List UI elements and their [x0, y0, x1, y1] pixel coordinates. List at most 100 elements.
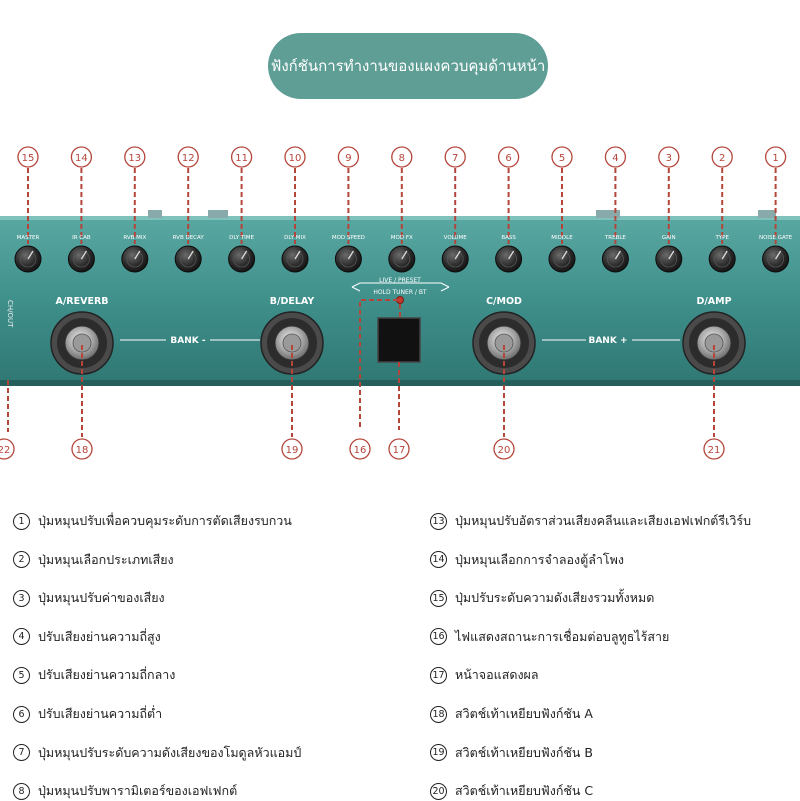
callout-16: 16	[349, 438, 371, 460]
svg-text:7: 7	[452, 153, 458, 164]
legend-item-8: 8 ปุ่มหมุนปรับพารามิเตอร์ของเอฟเฟกต์	[13, 781, 237, 801]
svg-text:MOD FX: MOD FX	[391, 235, 413, 241]
svg-text:2: 2	[719, 153, 725, 164]
legend-number: 7	[13, 744, 30, 762]
legend-number: 20	[430, 782, 447, 800]
legend-item-7: 7 ปุ่มหมุนปรับระดับความดังเสียงของโมดูลหั…	[13, 743, 301, 763]
svg-text:DLY MIX: DLY MIX	[284, 235, 306, 241]
svg-text:19: 19	[286, 445, 299, 456]
svg-text:RVB DECAY: RVB DECAY	[173, 235, 205, 241]
footswitch-19[interactable]: B/DELAY 19	[260, 296, 324, 460]
legend-item-16: 16 ไฟแสดงสถานะการเชื่อมต่อบลูทูธไร้สาย	[430, 627, 669, 647]
svg-text:6: 6	[505, 153, 511, 164]
bank-plus-label: BANK +	[588, 336, 627, 346]
led-leader	[359, 299, 398, 430]
hold-tuner-label: HOLD TUNER / BT	[373, 289, 427, 296]
svg-text:14: 14	[75, 153, 88, 164]
svg-text:D/AMP: D/AMP	[696, 296, 731, 307]
svg-text:MOD SPEED: MOD SPEED	[332, 235, 365, 241]
legend-text: ปรับเสียงย่านความถี่ต่ำ	[38, 706, 163, 721]
svg-text:MIDDLE: MIDDLE	[551, 235, 573, 241]
svg-text:MASTER: MASTER	[17, 235, 40, 241]
legend-number: 4	[13, 628, 30, 646]
legend-text: ปุ่มหมุนปรับระดับความดังเสียงของโมดูลหัว…	[38, 744, 302, 760]
legend-text: ไฟแสดงสถานะการเชื่อมต่อบลูทูธไร้สาย	[455, 628, 670, 644]
legend-text: สวิตช์เท้าเหยียบฟังก์ชัน B	[455, 744, 593, 760]
legend-number: 8	[13, 782, 30, 800]
svg-text:21: 21	[708, 445, 721, 456]
legend-text: ปุ่มหมุนปรับเพื่อควบคุมระดับการตัดเสียงร…	[38, 513, 292, 528]
svg-text:10: 10	[289, 153, 302, 164]
svg-text:IR CAB: IR CAB	[72, 235, 91, 241]
footswitch-20[interactable]: C/MOD 20	[472, 296, 536, 460]
live-preset-label: LIVE / PRESET	[379, 277, 421, 284]
legend-number: 16	[430, 628, 447, 646]
svg-text:20: 20	[498, 445, 511, 456]
callout-17: 17	[388, 438, 410, 460]
svg-text:12: 12	[182, 153, 195, 164]
legend-item-6: 6 ปรับเสียงย่านความถี่ต่ำ	[13, 704, 162, 724]
preset-bracket	[351, 282, 450, 288]
legend-number: 19	[430, 744, 447, 762]
footswitch-18[interactable]: A/REVERB 18	[50, 296, 114, 460]
svg-text:B/DELAY: B/DELAY	[270, 296, 315, 307]
svg-text:9: 9	[345, 153, 351, 164]
svg-text:C/MOD: C/MOD	[486, 296, 522, 307]
svg-text:DLY TIME: DLY TIME	[229, 235, 254, 241]
legend-text: ปรับเสียงย่านความถี่สูง	[38, 628, 161, 644]
side-label: CH/OUT	[6, 300, 14, 328]
legend-text: ปุ่มหมุนเลือกประเภทเสียง	[38, 551, 174, 567]
svg-text:BASS: BASS	[501, 235, 516, 241]
knob-14[interactable]: 14 IR CAB	[67, 146, 95, 273]
legend-item-2: 2 ปุ่มหมุนเลือกประเภทเสียง	[13, 550, 174, 570]
svg-text:4: 4	[612, 153, 618, 164]
legend-text: ปุ่มหมุนปรับค่าของเสียง	[38, 590, 165, 606]
legend-number: 3	[13, 589, 30, 607]
svg-text:3: 3	[666, 153, 672, 164]
svg-text:15: 15	[22, 153, 35, 164]
legend-number: 2	[13, 551, 30, 569]
legend-number: 6	[13, 705, 30, 723]
bank-minus-label: BANK -	[170, 336, 205, 346]
svg-text:VOLUME: VOLUME	[444, 235, 468, 241]
footswitch-21[interactable]: D/AMP 21	[682, 296, 746, 460]
svg-text:22: 22	[0, 445, 10, 456]
legend-number: 17	[430, 666, 447, 684]
legend-text: ปุ่มปรับระดับความดังเสียงรวมทั้งหมด	[455, 590, 655, 606]
svg-text:TREBLE: TREBLE	[604, 235, 626, 241]
page-title: ฟังก์ชันการทำงานของแผงควบคุมด้านหน้า	[268, 33, 548, 99]
svg-text:A/REVERB: A/REVERB	[55, 296, 108, 307]
svg-text:8: 8	[399, 153, 405, 164]
callout-22: 22	[0, 438, 15, 460]
legend-text: ปรับเสียงย่านความถี่กลาง	[38, 667, 176, 683]
legend-text: ปุ่มหมุนปรับพารามิเตอร์ของเอฟเฟกต์	[38, 783, 238, 799]
legend-item-3: 3 ปุ่มหมุนปรับค่าของเสียง	[13, 588, 165, 608]
legend-number: 14	[430, 551, 447, 569]
legend-item-4: 4 ปรับเสียงย่านความถี่สูง	[13, 627, 161, 647]
svg-text:18: 18	[76, 445, 89, 456]
svg-text:5: 5	[559, 153, 565, 164]
legend-item-19: 19 สวิตช์เท้าเหยียบฟังก์ชัน B	[430, 743, 593, 763]
